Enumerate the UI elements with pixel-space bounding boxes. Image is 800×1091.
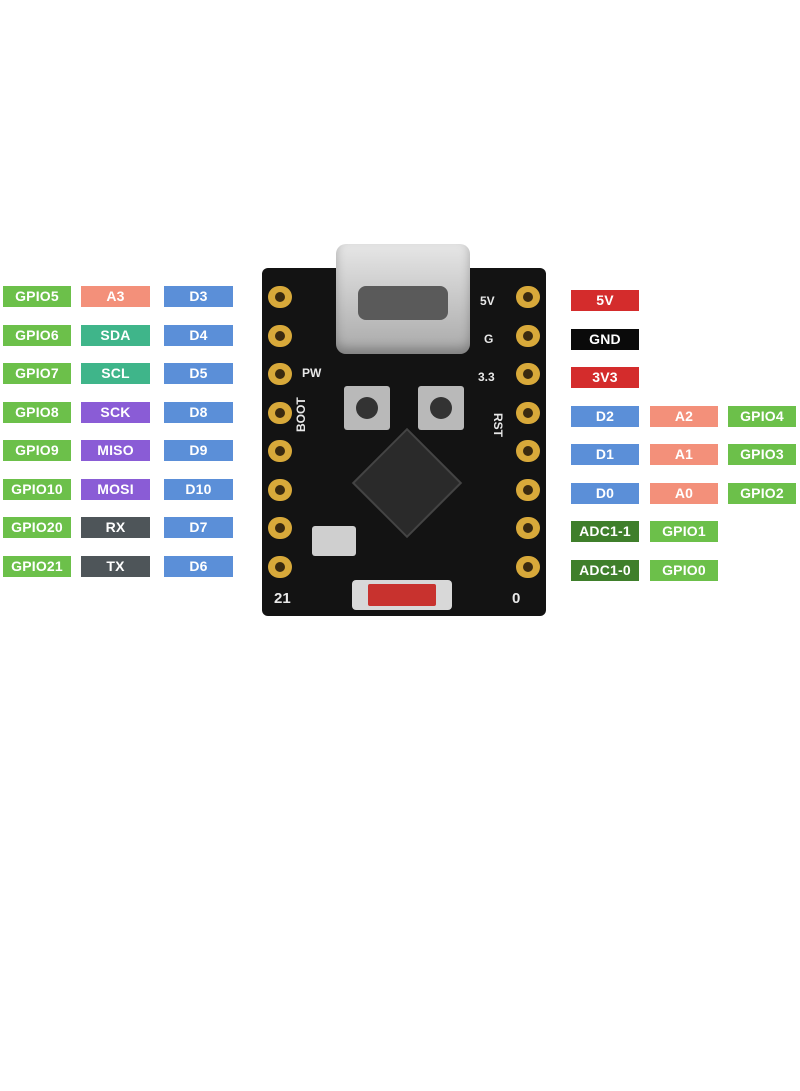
pin-21-label: 21 <box>274 590 291 607</box>
pin-0-label: 0 <box>512 590 521 607</box>
castellated-pad <box>516 324 540 347</box>
castellated-pad <box>268 363 292 385</box>
gpio-label: GPIO20 <box>3 517 71 538</box>
castellated-pad <box>268 517 292 539</box>
function-label: RX <box>81 517 150 538</box>
esp32c3-chip <box>351 427 463 539</box>
adc-label: ADC1-1 <box>571 521 639 542</box>
castellated-pad <box>516 478 540 501</box>
gpio-label: GPIO6 <box>3 324 71 346</box>
digital-pin-label: D1 <box>571 444 639 465</box>
gpio-label: GPIO0 <box>650 559 718 581</box>
power-pin-label: GND <box>571 328 639 350</box>
silk-boot-label: BOOT <box>294 397 308 432</box>
function-label: MISO <box>81 440 150 461</box>
analog-pin-label: A0 <box>650 482 718 504</box>
gpio-label: GPIO7 <box>3 363 71 384</box>
power-pin-label: 3V3 <box>571 367 639 388</box>
gpio-label: GPIO9 <box>3 440 71 461</box>
castellated-pad <box>268 286 292 308</box>
digital-pin-label: D8 <box>164 401 233 423</box>
digital-pin-label: D10 <box>164 478 233 500</box>
usb-c-port <box>358 286 448 320</box>
gpio-label: GPIO4 <box>728 405 796 427</box>
gpio-label: GPIO21 <box>3 555 71 577</box>
adc-label: ADC1-0 <box>571 559 639 581</box>
castellated-pad <box>516 363 540 385</box>
castellated-pad <box>268 478 292 501</box>
silk-rst-label: RST <box>491 413 505 437</box>
crystal-oscillator <box>312 526 356 556</box>
castellated-pad <box>516 555 540 578</box>
digital-pin-label: D6 <box>164 555 233 577</box>
fuse-core <box>368 584 436 606</box>
gpio-label: GPIO5 <box>3 286 71 307</box>
castellated-pad <box>268 401 292 424</box>
silk-5v-label: 5V <box>480 294 495 308</box>
gpio-label: GPIO1 <box>650 521 718 542</box>
function-label: SCL <box>81 363 150 384</box>
analog-pin-label: A2 <box>650 405 718 427</box>
digital-pin-label: D4 <box>164 324 233 346</box>
castellated-pad <box>268 440 292 462</box>
function-label: SDA <box>81 324 150 346</box>
fuse-component <box>352 580 452 610</box>
gpio-label: GPIO2 <box>728 482 796 504</box>
function-label: TX <box>81 555 150 577</box>
boot-button <box>344 386 390 430</box>
castellated-pad <box>268 324 292 347</box>
esp32c3-board: 5V G PW 3.3 BOOT RST 21 0 <box>262 244 546 616</box>
silk-g-label: G <box>484 332 494 346</box>
power-pin-label: 5V <box>571 290 639 311</box>
digital-pin-label: D5 <box>164 363 233 384</box>
digital-pin-label: D3 <box>164 286 233 307</box>
reset-button <box>418 386 464 430</box>
castellated-pad <box>516 401 540 424</box>
digital-pin-label: D7 <box>164 517 233 538</box>
silk-pw-label: PW <box>302 366 322 380</box>
digital-pin-label: D9 <box>164 440 233 461</box>
castellated-pad <box>516 440 540 462</box>
castellated-pad <box>268 555 292 578</box>
gpio-label: GPIO3 <box>728 444 796 465</box>
castellated-pad <box>516 286 540 308</box>
analog-pin-label: A1 <box>650 444 718 465</box>
digital-pin-label: D0 <box>571 482 639 504</box>
digital-pin-label: D2 <box>571 405 639 427</box>
function-label: MOSI <box>81 478 150 500</box>
function-label: SCK <box>81 401 150 423</box>
usb-c-connector <box>336 244 470 354</box>
gpio-label: GPIO8 <box>3 401 71 423</box>
gpio-label: GPIO10 <box>3 478 71 500</box>
function-label: A3 <box>81 286 150 307</box>
castellated-pad <box>516 517 540 539</box>
silk-33-label: 3.3 <box>478 370 495 384</box>
